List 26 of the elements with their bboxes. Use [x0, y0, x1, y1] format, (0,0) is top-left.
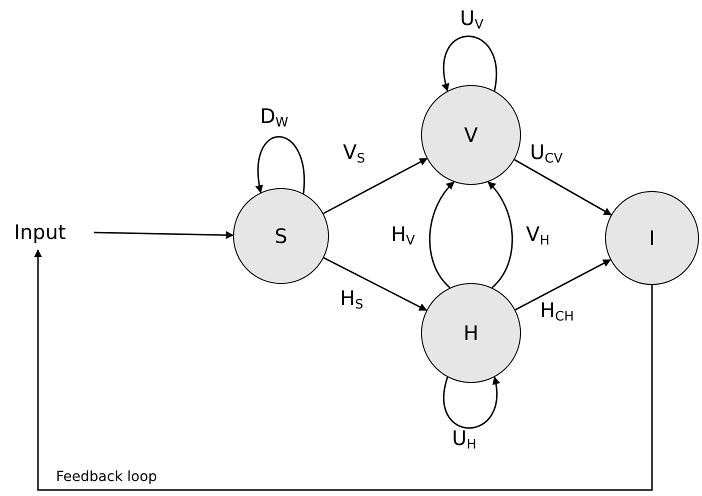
arrow	[323, 158, 428, 214]
edge-label: D$_{W}$	[260, 106, 288, 130]
edge-label: U$_{V}$	[460, 8, 484, 32]
state-label: V	[464, 123, 478, 147]
edge-label: U$_{H}$	[452, 428, 476, 452]
arrow	[488, 181, 513, 288]
edge-label: H$_{V}$	[391, 224, 415, 248]
state-label: S	[274, 224, 288, 248]
input-label: Input	[14, 220, 66, 244]
edge-label: V$_{H}$	[526, 224, 550, 248]
state-label: H	[463, 321, 479, 345]
edge-label: Feedback loop	[56, 470, 158, 484]
arrow	[34, 249, 653, 491]
edge-label: H$_{CH}$	[540, 300, 574, 324]
arrow	[94, 231, 234, 240]
arrow	[429, 181, 454, 288]
arrow	[514, 159, 612, 216]
edge-label: H$_{S}$	[340, 288, 364, 312]
arrow	[323, 257, 428, 311]
arrow	[256, 136, 305, 194]
arrow	[514, 259, 612, 310]
edge-label: V$_{S}$	[343, 142, 365, 166]
arrow	[442, 36, 498, 92]
state-label: I	[649, 226, 655, 250]
edge-label: U$_{CV}$	[530, 142, 563, 166]
arrow	[443, 376, 500, 429]
